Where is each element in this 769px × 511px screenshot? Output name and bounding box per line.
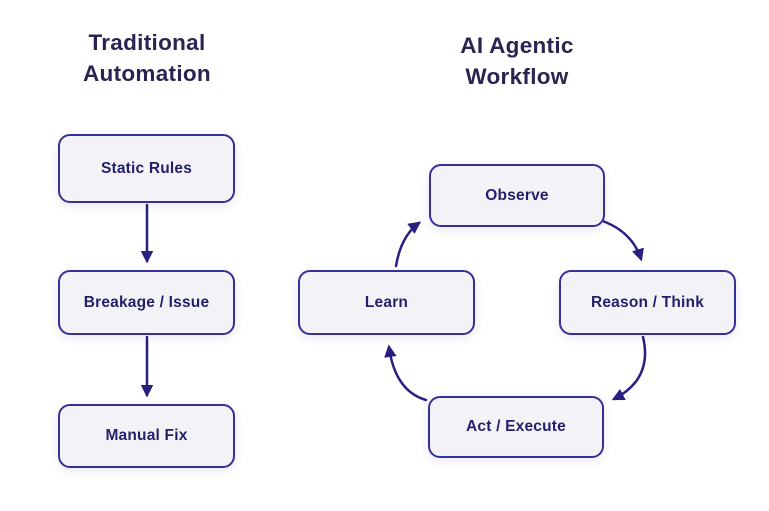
node-observe: Observe [429, 164, 605, 227]
left-panel-title-line1: Traditional [88, 30, 206, 55]
arrow-observe-to-reason [598, 218, 644, 262]
arrow-reason-to-act [611, 335, 647, 401]
node-learn-label: Learn [364, 293, 409, 311]
node-reason-think-label: Reason / Think [590, 293, 705, 311]
right-panel-title-line2: Workflow [465, 64, 569, 89]
node-static-rules: Static Rules [58, 134, 235, 203]
node-breakage-issue: Breakage / Issue [58, 270, 235, 335]
left-panel-title: Traditional Automation [27, 27, 267, 89]
left-panel-title-line2: Automation [83, 61, 211, 86]
arrow-learn-to-observe [394, 221, 422, 268]
node-act-execute: Act / Execute [428, 396, 604, 458]
node-breakage-issue-label: Breakage / Issue [83, 293, 210, 311]
node-manual-fix-label: Manual Fix [105, 427, 188, 444]
node-observe-label: Observe [485, 186, 549, 204]
node-static-rules-label: Static Rules [100, 159, 193, 177]
arrow-act-to-learn [384, 344, 428, 402]
node-reason-think: Reason / Think [559, 270, 736, 335]
node-manual-fix: Manual Fix [58, 404, 235, 468]
right-panel-title: AI Agentic Workflow [397, 30, 637, 92]
right-panel-title-line1: AI Agentic [460, 33, 574, 58]
node-act-execute-label: Act / Execute [466, 418, 566, 435]
node-learn: Learn [298, 270, 475, 335]
